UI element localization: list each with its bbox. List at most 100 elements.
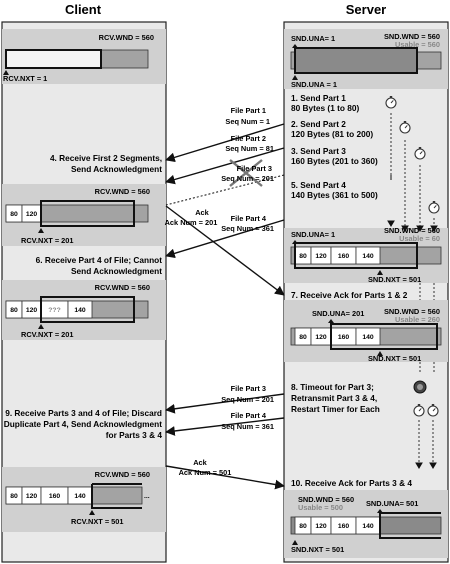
usable-label: Usable = 560 <box>395 40 440 49</box>
segment-cell: 120 <box>26 211 38 218</box>
rcv-nxt-label: RCV.NXT = 501 <box>71 517 124 526</box>
segment-cell: 120 <box>315 334 327 341</box>
snd-nxt-pointer <box>377 270 383 275</box>
arrow-ack-501 <box>165 465 285 490</box>
snd-nxt-label: SND.NXT = 501 <box>368 275 421 284</box>
rcv-nxt-label: RCV.NXT = 1 <box>3 74 47 83</box>
server-step-3-line2: 160 Bytes (201 to 360) <box>291 156 378 166</box>
msg-file-part-2-seq: Seq Num = 81 <box>225 144 274 153</box>
usable-label: Usable = 500 <box>298 503 343 512</box>
segment-cell: 80 <box>299 523 307 530</box>
snd-una-label: SND.UNA= 501 <box>366 499 418 508</box>
segment-cell: 140 <box>74 307 86 314</box>
server-step-1-line2: 80 Bytes (1 to 80) <box>291 103 359 113</box>
segment-cell: 160 <box>49 493 61 500</box>
msg-ack-201-num: Ack Num = 201 <box>165 218 218 227</box>
client-step-4-line2: Send Acknowledgment <box>71 164 162 174</box>
server-buffer-after-step10: SND.WND = 560 Usable = 500 SND.UNA= 501 … <box>284 490 448 558</box>
msg-file-part-2-label: File Part 2 <box>231 134 266 143</box>
segment-cell: 80 <box>299 253 307 260</box>
rcv-nxt-label: RCV.NXT = 201 <box>21 330 74 339</box>
msg-file-part-4-seq: Seq Num = 361 <box>221 224 274 233</box>
message-arrows <box>165 123 285 490</box>
rcv-nxt-pointer <box>3 70 9 75</box>
rcv-nxt-pointer <box>89 510 95 515</box>
msg-ack-501-num: Ack Num = 501 <box>179 468 232 477</box>
snd-una-label: SND.UNA = 1 <box>291 80 337 89</box>
segment-cell: 140 <box>362 253 374 260</box>
snd-una-label: SND.UNA= 1 <box>291 34 335 43</box>
server-step-8-line2: Retransmit Part 3 & 4, <box>291 393 377 403</box>
snd-wnd-label: SND.WND = 560 <box>384 32 440 41</box>
arrow-file-part-1 <box>165 123 285 163</box>
lost-packet-x-icon <box>229 159 263 187</box>
client-buffer-after-step9: RCV.WND = 560 80 120 160 140 ... RCV.NXT… <box>2 467 166 532</box>
segment-cell: 160 <box>338 334 350 341</box>
snd-una-pointer <box>328 319 334 323</box>
snd-wnd-label: SND.WND = 560 <box>298 495 354 504</box>
server-buffer-initial: SND.UNA= 1 SND.WND = 560 Usable = 560 SN… <box>284 29 448 89</box>
client-step-9-line1: 9. Receive Parts 3 and 4 of File; Discar… <box>5 408 162 418</box>
client-step-6-line2: Send Acknowledgment <box>71 266 162 276</box>
server-column <box>283 21 449 563</box>
server-step-2-line2: 120 Bytes (81 to 200) <box>291 129 373 139</box>
server-step-8-line1: 8. Timeout for Part 3; <box>291 382 374 392</box>
arrow-file-part-4-retransmit <box>165 417 285 436</box>
client-step-6-line1: 6. Receive Part 4 of File; Cannot <box>36 255 163 265</box>
missing-segment-cell: ??? <box>48 307 60 314</box>
client-step-9-line2: Duplicate Part 4, Send Acknowledgment <box>4 419 163 429</box>
segment-cell: 120 <box>315 523 327 530</box>
segment-cell: 140 <box>74 493 86 500</box>
segment-cell: 80 <box>299 334 307 341</box>
snd-nxt-label: SND.NXT = 501 <box>291 545 344 554</box>
server-buffer-after-step5: SND.UNA= 1 SND.WND = 560 Usable = 60 80 … <box>284 226 448 284</box>
segment-cell: 80 <box>10 493 18 500</box>
snd-nxt-pointer <box>292 540 298 545</box>
segment-cell: 80 <box>10 307 18 314</box>
segment-cell: 140 <box>362 523 374 530</box>
server-step-3-line1: 3. Send Part 3 <box>291 146 346 156</box>
arrow-file-part-2 <box>165 147 285 185</box>
segment-cell: 160 <box>338 253 350 260</box>
snd-wnd-label: SND.WND = 560 <box>384 307 440 316</box>
segment-cell: 160 <box>338 523 350 530</box>
buffer-ellipsis: ... <box>144 493 150 500</box>
server-step-1-line1: 1. Send Part 1 <box>291 93 346 103</box>
snd-una-label: SND.UNA= 201 <box>312 309 364 318</box>
rcv-nxt-pointer <box>38 228 44 233</box>
rcv-wnd-label: RCV.WND = 560 <box>95 283 150 292</box>
msg-file-part-3-retransmit-seq: Seq Num = 201 <box>221 395 274 404</box>
rcv-wnd-label: RCV.WND = 560 <box>95 470 150 479</box>
timeout-alarm-icon <box>413 380 427 394</box>
msg-file-part-4-label: File Part 4 <box>231 214 267 223</box>
arrow-ack-201 <box>165 205 285 296</box>
server-step-2-line1: 2. Send Part 2 <box>291 119 346 129</box>
client-buffer-initial: RCV.WND = 560 RCV.NXT = 1 <box>2 29 166 84</box>
arrow-file-part-4 <box>165 219 285 259</box>
server-step-5-line1: 5. Send Part 4 <box>291 180 346 190</box>
snd-una-label: SND.UNA= 1 <box>291 230 335 239</box>
msg-file-part-1-seq: Seq Num = 1 <box>225 117 270 126</box>
arrow-file-part-3-retransmit <box>165 393 285 414</box>
timer-lines <box>390 113 435 465</box>
client-header: Client <box>65 2 102 17</box>
server-header: Server <box>346 2 386 17</box>
segment-cell: 120 <box>26 493 38 500</box>
segment-cell: 120 <box>315 253 327 260</box>
msg-file-part-4-retransmit-seq: Seq Num = 361 <box>221 422 274 431</box>
arrow-file-part-3-lost <box>165 174 285 206</box>
msg-file-part-3-seq: Seq Num = 201 <box>221 174 274 183</box>
snd-nxt-pointer <box>377 351 383 356</box>
server-step-10: 10. Receive Ack for Parts 3 & 4 <box>291 478 412 488</box>
rcv-nxt-pointer <box>38 324 44 329</box>
rcv-wnd-label: RCV.WND = 560 <box>95 187 150 196</box>
server-buffer-after-step7: SND.UNA= 201 SND.WND = 560 Usable = 260 … <box>284 300 448 363</box>
msg-ack-201-label: Ack <box>195 208 209 217</box>
usable-label: Usable = 60 <box>399 234 440 243</box>
server-step-8-line3: Restart Timer for Each <box>291 404 380 414</box>
segment-cell: 120 <box>26 307 38 314</box>
client-buffer-after-step6: RCV.WND = 560 80 120 ??? 140 RCV.NXT = 2… <box>2 280 166 340</box>
rcv-nxt-label: RCV.NXT = 201 <box>21 236 74 245</box>
client-step-9-line3: for Parts 3 & 4 <box>106 430 163 440</box>
snd-nxt-pointer <box>292 75 298 80</box>
